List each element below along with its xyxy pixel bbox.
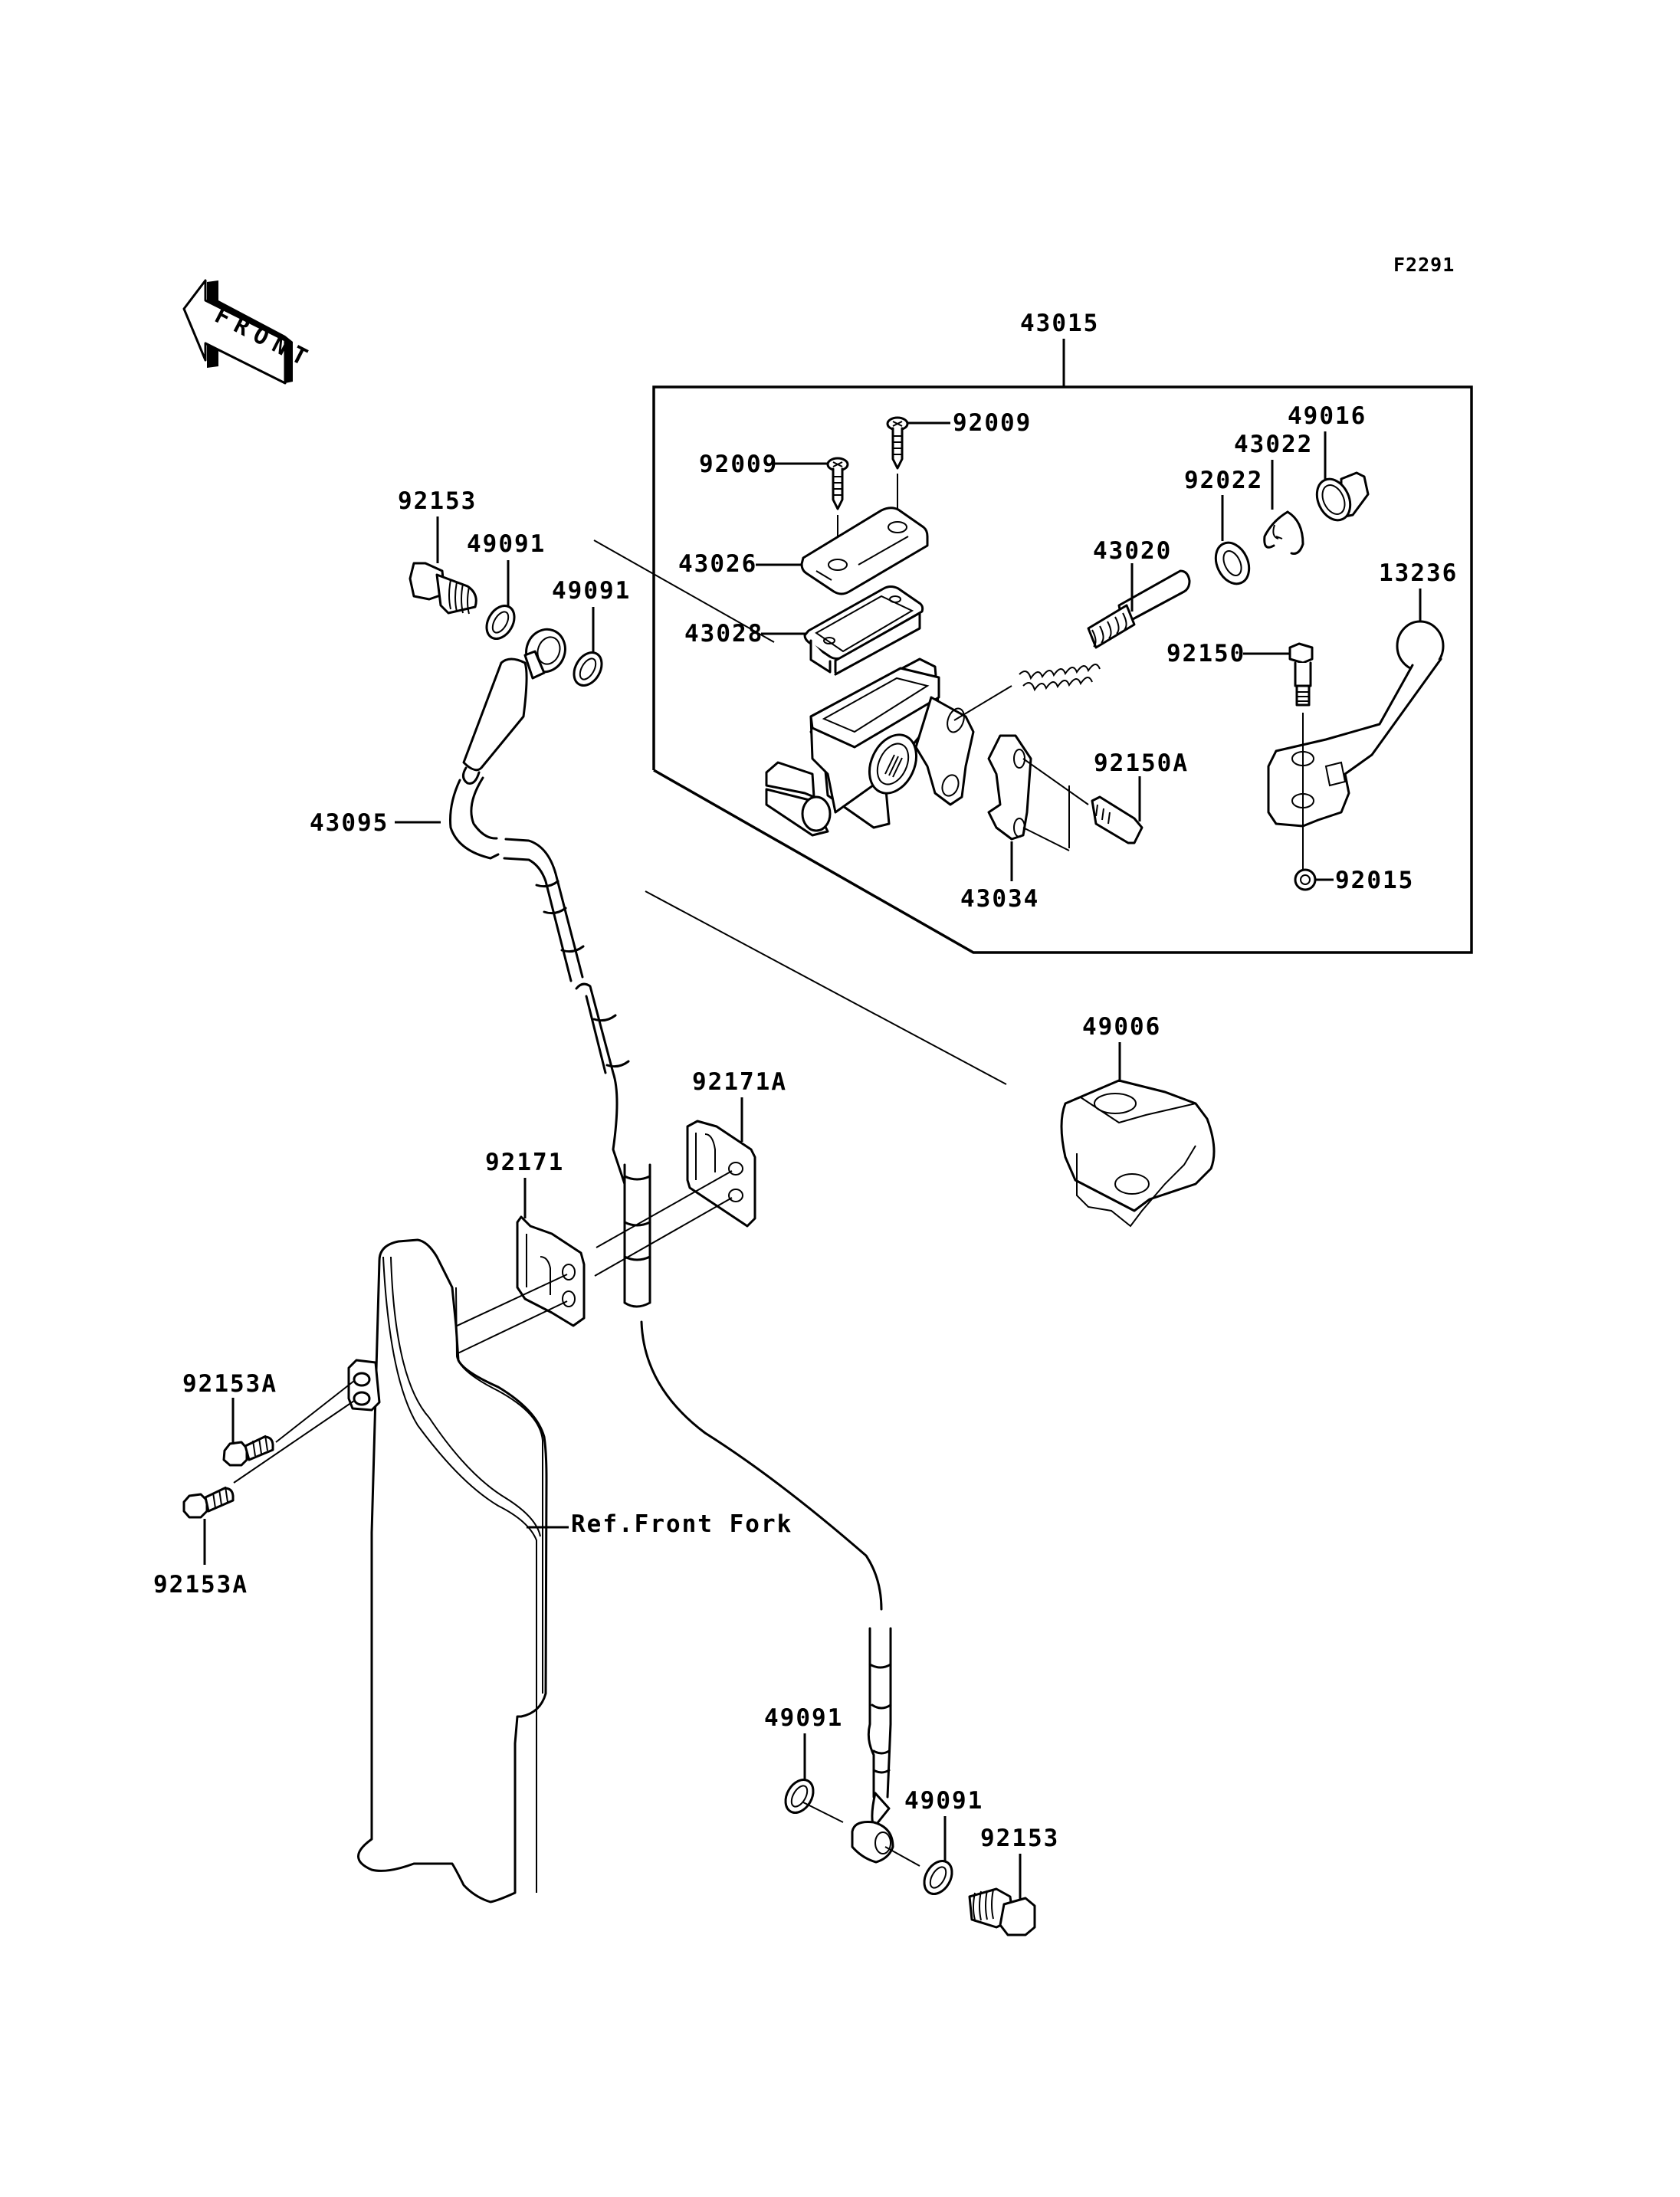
- clamp-holder-43034: [987, 734, 1089, 851]
- callout-43022: 43022: [1234, 431, 1313, 458]
- pivot-bolt-92150: [1288, 642, 1314, 881]
- reservoir-cap-43026: [800, 507, 929, 595]
- washer-92022: [1214, 541, 1251, 585]
- callout-92015: 92015: [1335, 867, 1414, 894]
- callout-49091-top-2: 49091: [552, 577, 631, 605]
- banjo-bolt-92153-top: [409, 562, 477, 615]
- brake-lever-13236: [1267, 620, 1445, 828]
- washer-49091-bottom-1: [784, 1779, 844, 1823]
- callout-92171: 92171: [485, 1149, 564, 1176]
- screw-92009-b: [886, 416, 909, 470]
- front-fork-reference: [347, 1238, 548, 1904]
- callout-49091-bottom-1: 49091: [764, 1704, 843, 1732]
- clamp-bolt-92150A: [1091, 795, 1144, 844]
- callout-92150: 92150: [1166, 640, 1245, 667]
- callout-49091-top-1: 49091: [467, 530, 546, 558]
- washer-49091-bottom-2: [884, 1846, 953, 1895]
- hose-axis-to-cylinder: [645, 890, 1007, 1085]
- lever-cover-49006: [1060, 1079, 1216, 1228]
- washer-49091-top-2: [573, 651, 603, 687]
- callout-49016: 49016: [1288, 402, 1367, 430]
- callout-92171A: 92171A: [692, 1068, 787, 1096]
- callout-92153A-b: 92153A: [153, 1571, 248, 1599]
- washer-axis: [593, 539, 775, 643]
- piston-axis: [953, 685, 1012, 721]
- diaphragm-43028: [803, 585, 924, 676]
- callout-92153-top: 92153: [398, 487, 477, 515]
- callout-49006: 49006: [1082, 1013, 1161, 1041]
- callout-43026: 43026: [678, 550, 757, 578]
- callout-43095: 43095: [310, 809, 389, 837]
- assembly-frame-43015: [652, 385, 1473, 954]
- callout-92153-bottom: 92153: [980, 1825, 1059, 1852]
- callout-43015: 43015: [1020, 310, 1099, 337]
- callout-13236: 13236: [1379, 559, 1458, 587]
- callout-43034: 43034: [960, 885, 1039, 913]
- callout-43028: 43028: [684, 620, 763, 648]
- callout-49091-bottom-2: 49091: [904, 1787, 983, 1815]
- master-cylinder-body: [765, 657, 975, 837]
- nut-92015: [1294, 868, 1317, 891]
- brake-hose-43095: [449, 628, 894, 1864]
- bolt-92153A-b: [182, 1400, 355, 1519]
- reference-note: Ref.Front Fork: [571, 1510, 792, 1538]
- piston-43020: [1019, 569, 1191, 692]
- hose-clamp-92171A: [686, 1120, 756, 1228]
- hose-clamp-92171: [516, 1215, 586, 1327]
- figure-code: F2291: [1393, 254, 1455, 276]
- front-arrow-icon: FRONT: [182, 279, 318, 385]
- callout-92009-b: 92009: [953, 409, 1032, 437]
- circlip-43022: [1263, 510, 1304, 555]
- washer-49091-top-1: [485, 605, 516, 640]
- clamp-axis-1: [596, 1170, 733, 1248]
- callout-92150A: 92150A: [1094, 749, 1189, 777]
- screw-92009-a: [826, 457, 849, 510]
- bolt-92153A-a: [222, 1380, 355, 1467]
- callout-92153A-a: 92153A: [182, 1370, 277, 1398]
- callout-43020: 43020: [1093, 537, 1172, 565]
- clamp-axis-2: [594, 1197, 733, 1277]
- callout-92009-a: 92009: [699, 451, 778, 478]
- callout-92022: 92022: [1184, 467, 1263, 494]
- dust-boot-49016: [1315, 471, 1370, 522]
- banjo-bolt-92153-bottom: [968, 1887, 1036, 1936]
